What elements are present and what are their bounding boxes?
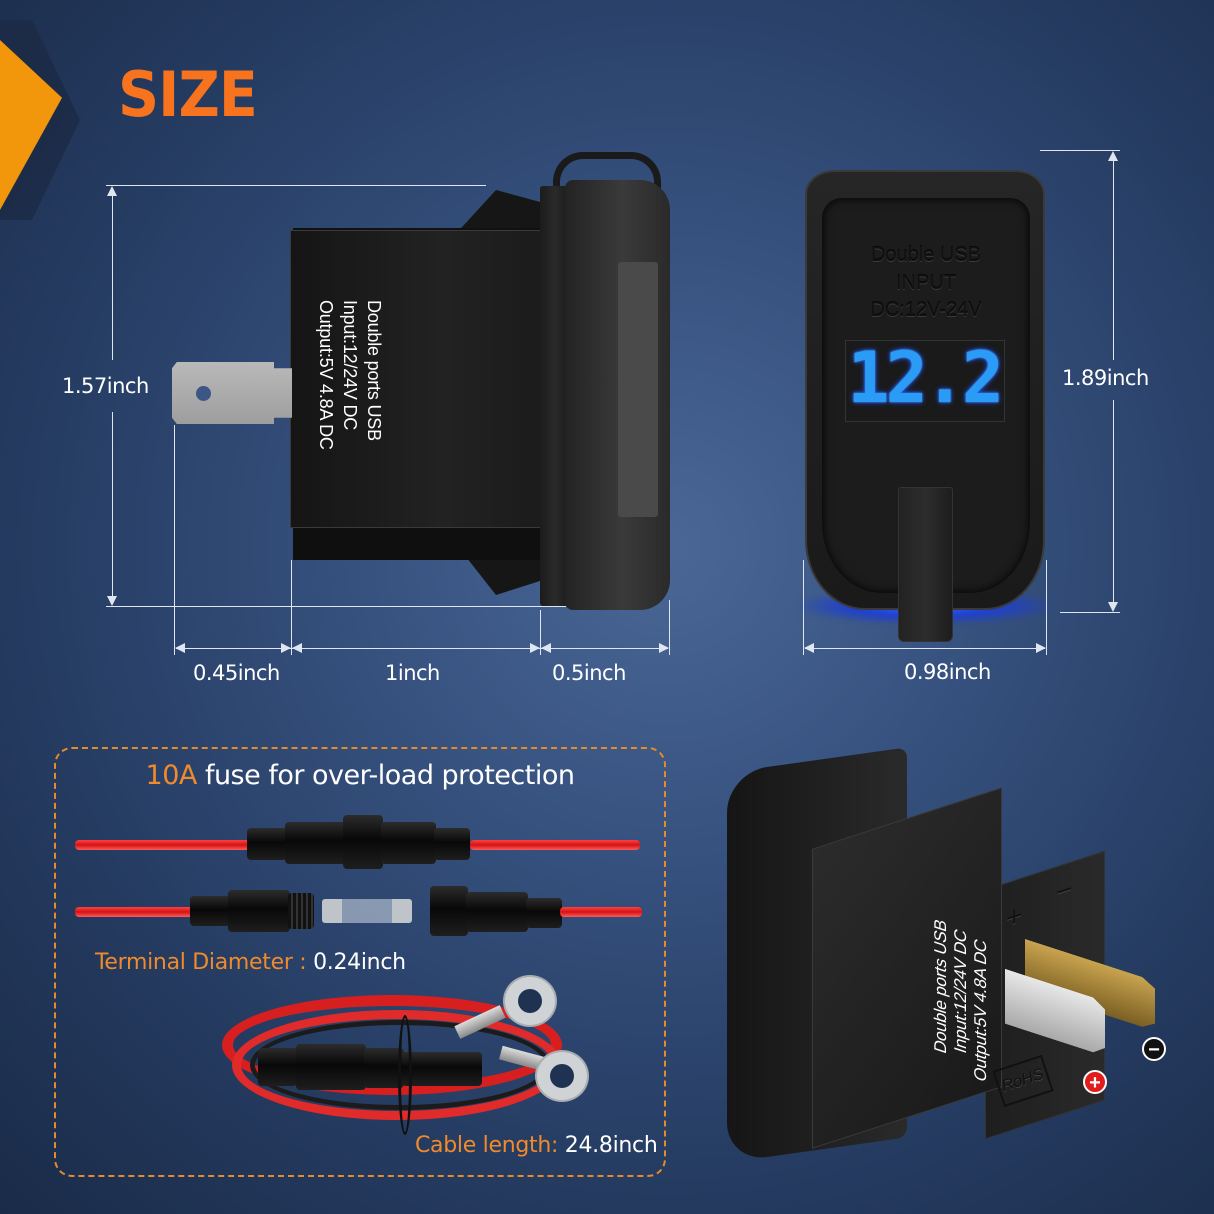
arrow-down-icon [107, 596, 117, 606]
cable-length-caption: Cable length: [415, 1133, 565, 1158]
dim-label-height: 1.57inch [62, 374, 149, 398]
fuse-holder-segment [466, 892, 528, 932]
dim-label-cap: 0.5inch [552, 661, 626, 685]
arrow-right-icon [281, 643, 291, 653]
arrow-up-icon [107, 186, 117, 196]
fuse-rating-highlight: 10A [145, 760, 198, 791]
arrow-down-icon [1108, 602, 1118, 612]
terminal-diameter-value: 0.24inch [313, 950, 406, 975]
arrow-up-icon [1108, 151, 1118, 161]
negative-badge-icon: − [1142, 1037, 1166, 1061]
fuse-holder-segment [381, 822, 436, 864]
side-body-bottom-ridge [293, 525, 543, 560]
dim-line-horizontal [176, 648, 668, 649]
dim-guide-top [106, 185, 486, 186]
side-spade-terminal [172, 362, 292, 424]
arrow-left-icon [292, 643, 302, 653]
voltmeter-reading: 12.2 [847, 337, 1004, 419]
side-label-line-1: Double ports USB [364, 300, 384, 441]
dim-line-height-upper [112, 190, 113, 360]
arrow-right-icon [1036, 643, 1046, 653]
side-label-line-2: Input:12/24V DC [340, 300, 360, 431]
red-wire [75, 907, 195, 917]
angled-label: Double ports USB Input:12/24V DC Output:… [895, 916, 995, 1120]
side-body-housing [290, 230, 545, 528]
angled-label-line-1: Double ports USB [931, 916, 950, 1056]
dim-guide-front-bottom [1060, 612, 1120, 613]
ring-terminal-hole [550, 1064, 574, 1088]
dim-line-front-upper [1113, 155, 1114, 360]
glass-fuse [322, 899, 412, 923]
fuse-holder-segment [190, 896, 230, 926]
dim-line-height-lower [112, 412, 113, 602]
fuse-holder-segment [526, 898, 562, 928]
dim-line-front-lower [1113, 400, 1114, 605]
dim-guide-terminal-left [174, 425, 175, 655]
red-wire [560, 907, 642, 917]
fuse-holder-segment [434, 828, 470, 860]
fuse-section-dashed-frame [54, 747, 666, 1177]
cable-tie-ring [398, 1015, 412, 1135]
dim-guide-body-right [540, 610, 541, 655]
red-wire [75, 840, 255, 850]
terminal-diameter-caption: Terminal Diameter : [95, 950, 314, 975]
ring-terminal [535, 1050, 589, 1102]
front-dust-cover-tab [898, 487, 953, 642]
fuse-section-title: 10A fuse for over-load protection [54, 760, 666, 791]
inline-fuse-holder [258, 1048, 298, 1086]
side-terminal-hole [196, 386, 211, 401]
voltmeter-display: 12.2 [845, 337, 1005, 422]
fuse-holder-segment [247, 828, 287, 860]
inline-fuse-holder [402, 1052, 482, 1086]
dim-guide-body-left [291, 560, 292, 655]
side-label: Double ports USB Input:12/24V DC Output:… [306, 300, 386, 495]
fuse-holder-segment [285, 822, 345, 864]
side-cap-window [618, 262, 658, 517]
front-printed-line-1: Double USB [870, 244, 982, 266]
arrow-left-icon [804, 643, 814, 653]
fuse-holder-collar [343, 815, 383, 869]
arrow-left-icon [175, 643, 185, 653]
angled-label-line-3: Output:5V 4.8A DC [971, 936, 990, 1085]
arrow-right-icon [530, 643, 540, 653]
side-retainer-loop [553, 152, 661, 212]
fuse-title-text: fuse for over-load protection [196, 760, 575, 791]
fuse-holder-segment [228, 890, 290, 932]
ring-terminal [503, 975, 557, 1027]
dim-guide-front-right [1046, 560, 1047, 655]
front-printed-line-3: DC:12V-24V [870, 299, 982, 321]
dim-guide-cap-right [669, 600, 670, 655]
dim-label-front-height: 1.89inch [1062, 366, 1149, 390]
arrow-left-icon [541, 643, 551, 653]
red-wire [470, 840, 640, 850]
front-printed-line-2: INPUT [896, 272, 956, 294]
angled-label-line-2: Input:12/24V DC [951, 926, 970, 1056]
dim-guide-bottom [106, 606, 566, 607]
ring-terminal-hole [518, 989, 542, 1013]
inline-fuse-holder [296, 1044, 366, 1090]
minus-mold-mark: − [1056, 872, 1073, 909]
page-title: SIZE [118, 58, 258, 131]
positive-badge-icon: + [1083, 1070, 1107, 1094]
dim-guide-front-top [1040, 150, 1120, 151]
arrow-right-icon [659, 643, 669, 653]
fuse-holder-cap [430, 886, 468, 936]
dim-label-body: 1inch [385, 661, 440, 685]
dim-guide-front-left [803, 560, 804, 655]
cable-length-value: 24.8inch [564, 1133, 658, 1158]
terminal-diameter-label: Terminal Diameter : 0.24inch [95, 950, 406, 975]
dim-label-terminal: 0.45inch [193, 661, 280, 685]
dim-label-front-width: 0.98inch [904, 660, 991, 684]
cable-length-label: Cable length: 24.8inch [415, 1133, 658, 1158]
side-label-line-3: Output:5V 4.8A DC [316, 300, 336, 450]
plus-mold-mark: + [1006, 898, 1023, 935]
fuse-holder-thread [288, 893, 314, 929]
dim-line-front-width [805, 648, 1045, 649]
